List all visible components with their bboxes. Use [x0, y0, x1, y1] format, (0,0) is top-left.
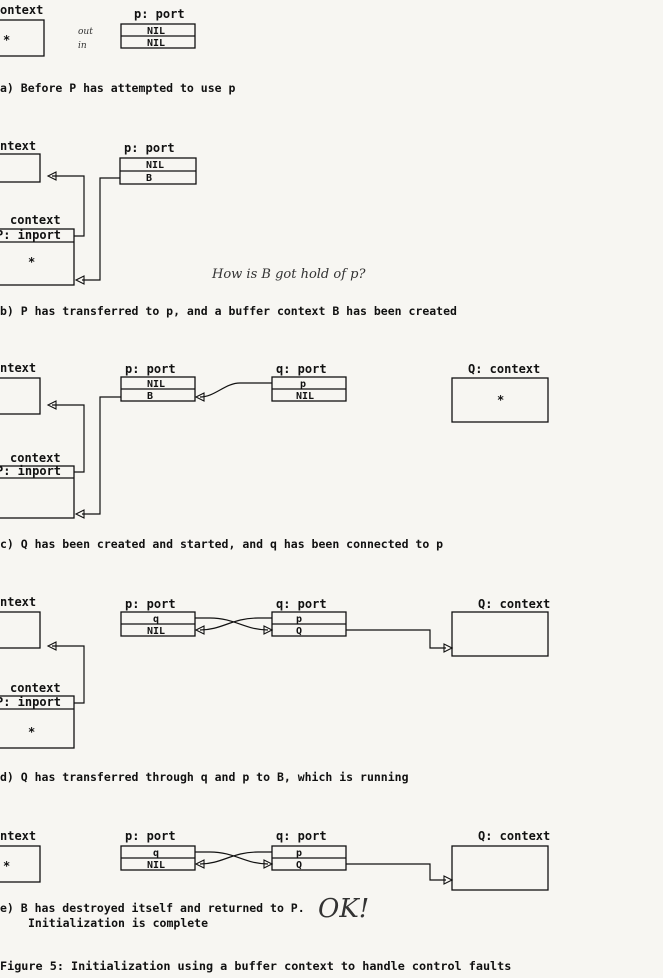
- panel-b-cell-out: NIL: [146, 160, 164, 171]
- panel-e-p-cell-in: NIL: [147, 860, 165, 871]
- panel-d-p-cell-out: q: [153, 614, 159, 625]
- panel-e-q-port-label: q: port: [276, 829, 327, 843]
- panel-a-hand-out: out: [78, 27, 93, 37]
- panel-c-q-port-label: q: port: [276, 362, 327, 376]
- panel-c-p-cell-out: NIL: [147, 379, 165, 390]
- panel-a-cell-out: NIL: [147, 26, 165, 37]
- panel-b-inport-label: P: inport: [0, 228, 61, 242]
- panel-d-arrowhead-q: [194, 625, 205, 635]
- panel-a-context-box: [0, 19, 45, 57]
- panel-b-context2-label: context: [10, 213, 61, 227]
- panel-a-hand-in: in: [78, 41, 87, 51]
- panel-b-hand-note: How is B got hold of p?: [211, 267, 366, 282]
- panel-e-p-to-q-link: [195, 851, 269, 865]
- panel-c-p-port-label: p: port: [125, 362, 176, 376]
- panel-e-context-box: [0, 845, 41, 883]
- panel-e-arrowhead-p: [263, 859, 274, 869]
- panel-c-arrowhead-2: [74, 509, 85, 519]
- panel-c-context-label: ntext: [0, 361, 36, 375]
- panel-d-context-label: ntext: [0, 595, 36, 609]
- panel-e-arrowhead-ctx: [443, 875, 454, 885]
- panel-b-context-box: [0, 153, 41, 183]
- panel-b-context2-box: [0, 228, 75, 286]
- panel-d-q-cell-out: p: [296, 614, 302, 625]
- panel-b-caption: b) P has transferred to p, and a buffer …: [0, 304, 457, 318]
- panel-d-q-context-box: [451, 611, 549, 657]
- panel-c: ntext p: port NIL B q: port p NIL Q: con…: [0, 361, 549, 551]
- panel-e-hand-note: OK!: [318, 894, 369, 924]
- panel-c-inport-label: P: inport: [0, 464, 61, 478]
- panel-d-context2-box: [0, 695, 75, 749]
- panel-d-q-context-label: Q: context: [478, 597, 550, 611]
- panel-b-arrowhead-1: [46, 171, 57, 181]
- panel-e-q-context-label: Q: context: [478, 829, 550, 843]
- panel-d-star: *: [28, 725, 35, 739]
- panel-a: ontext * out in p: port NIL NIL a) Befor…: [0, 3, 235, 95]
- panel-b-inport-link: [52, 175, 85, 237]
- panel-d-arrowhead-1: [46, 641, 57, 651]
- panel-d-arrowhead-p: [263, 625, 274, 635]
- panel-e-caption-line2: Initialization is complete: [28, 916, 208, 930]
- panel-c-port-link: [82, 396, 121, 515]
- panel-c-caption: c) Q has been created and started, and q…: [0, 537, 443, 551]
- panel-d-q-cell-in: Q: [296, 626, 302, 637]
- panel-d-arrowhead-ctx: [443, 643, 454, 653]
- panel-b: ntext p: port NIL B context P: inport * …: [0, 139, 457, 318]
- panel-e-star: *: [3, 859, 10, 873]
- panel-c-q-cell-out: p: [300, 379, 306, 390]
- panel-c-context2-label: context: [10, 451, 61, 465]
- panel-b-context-label: ntext: [0, 139, 36, 153]
- panel-e-q-to-context-link: [346, 863, 446, 881]
- panel-a-caption: a) Before P has attempted to use p: [0, 81, 235, 95]
- panel-d-inport-label: P: inport: [0, 695, 61, 709]
- panel-d: ntext p: port q NIL q: port p Q Q: conte…: [0, 595, 550, 784]
- panel-d-q-to-context-link: [346, 629, 446, 649]
- panel-d-context-box: [0, 611, 41, 649]
- panel-c-inport-link: [52, 404, 85, 473]
- panel-a-star: *: [3, 33, 10, 47]
- panel-e-q-to-p-link: [199, 851, 272, 865]
- panel-d-p-to-q-link: [195, 617, 269, 631]
- panel-e-caption-line1: e) B has destroyed itself and returned t…: [0, 901, 305, 915]
- panel-a-port-label: p: port: [134, 7, 185, 21]
- panel-d-p-port-label: p: port: [125, 597, 176, 611]
- panel-c-q-cell-in: NIL: [296, 391, 314, 402]
- panel-c-arrowhead-q: [194, 392, 205, 402]
- panel-c-context2-box: [0, 465, 75, 519]
- panel-d-caption: d) Q has transferred through q and p to …: [0, 770, 409, 784]
- panel-a-cell-in: NIL: [147, 38, 165, 49]
- panel-c-q-context-box: [451, 377, 549, 423]
- panel-d-q-port-label: q: port: [276, 597, 327, 611]
- panel-e-q-cell-in: Q: [296, 860, 302, 871]
- panel-e-context-label: ntext: [0, 829, 36, 843]
- panel-d-context2-label: context: [10, 681, 61, 695]
- panel-c-q-to-p-link: [199, 382, 272, 398]
- panel-e-p-cell-out: q: [153, 848, 159, 859]
- panel-e-arrowhead-q: [194, 859, 205, 869]
- panel-b-arrowhead-2: [74, 275, 85, 285]
- figure-caption: Figure 5: Initialization using a buffer …: [0, 959, 511, 973]
- panel-e-p-port-label: p: port: [125, 829, 176, 843]
- panel-c-context-box: [0, 377, 41, 415]
- panel-c-q-context-label: Q: context: [468, 362, 540, 376]
- panel-b-star: *: [28, 255, 35, 269]
- panel-d-inport-link: [52, 645, 85, 704]
- panel-b-port-label: p: port: [124, 141, 175, 155]
- panel-e: ntext * p: port q NIL q: port p Q Q: con…: [0, 829, 550, 930]
- panel-e-q-context-box: [451, 845, 549, 891]
- panel-d-p-cell-in: NIL: [147, 626, 165, 637]
- panel-c-p-cell-in: B: [147, 391, 153, 402]
- panel-c-q-star: *: [497, 393, 504, 407]
- panel-d-q-to-p-link: [199, 617, 272, 631]
- panel-b-port-link: [82, 177, 120, 281]
- panel-c-arrowhead-1: [46, 400, 57, 410]
- panel-b-cell-in: B: [146, 173, 152, 184]
- panel-e-q-cell-out: p: [296, 848, 302, 859]
- panel-a-context-label: ontext: [0, 3, 43, 17]
